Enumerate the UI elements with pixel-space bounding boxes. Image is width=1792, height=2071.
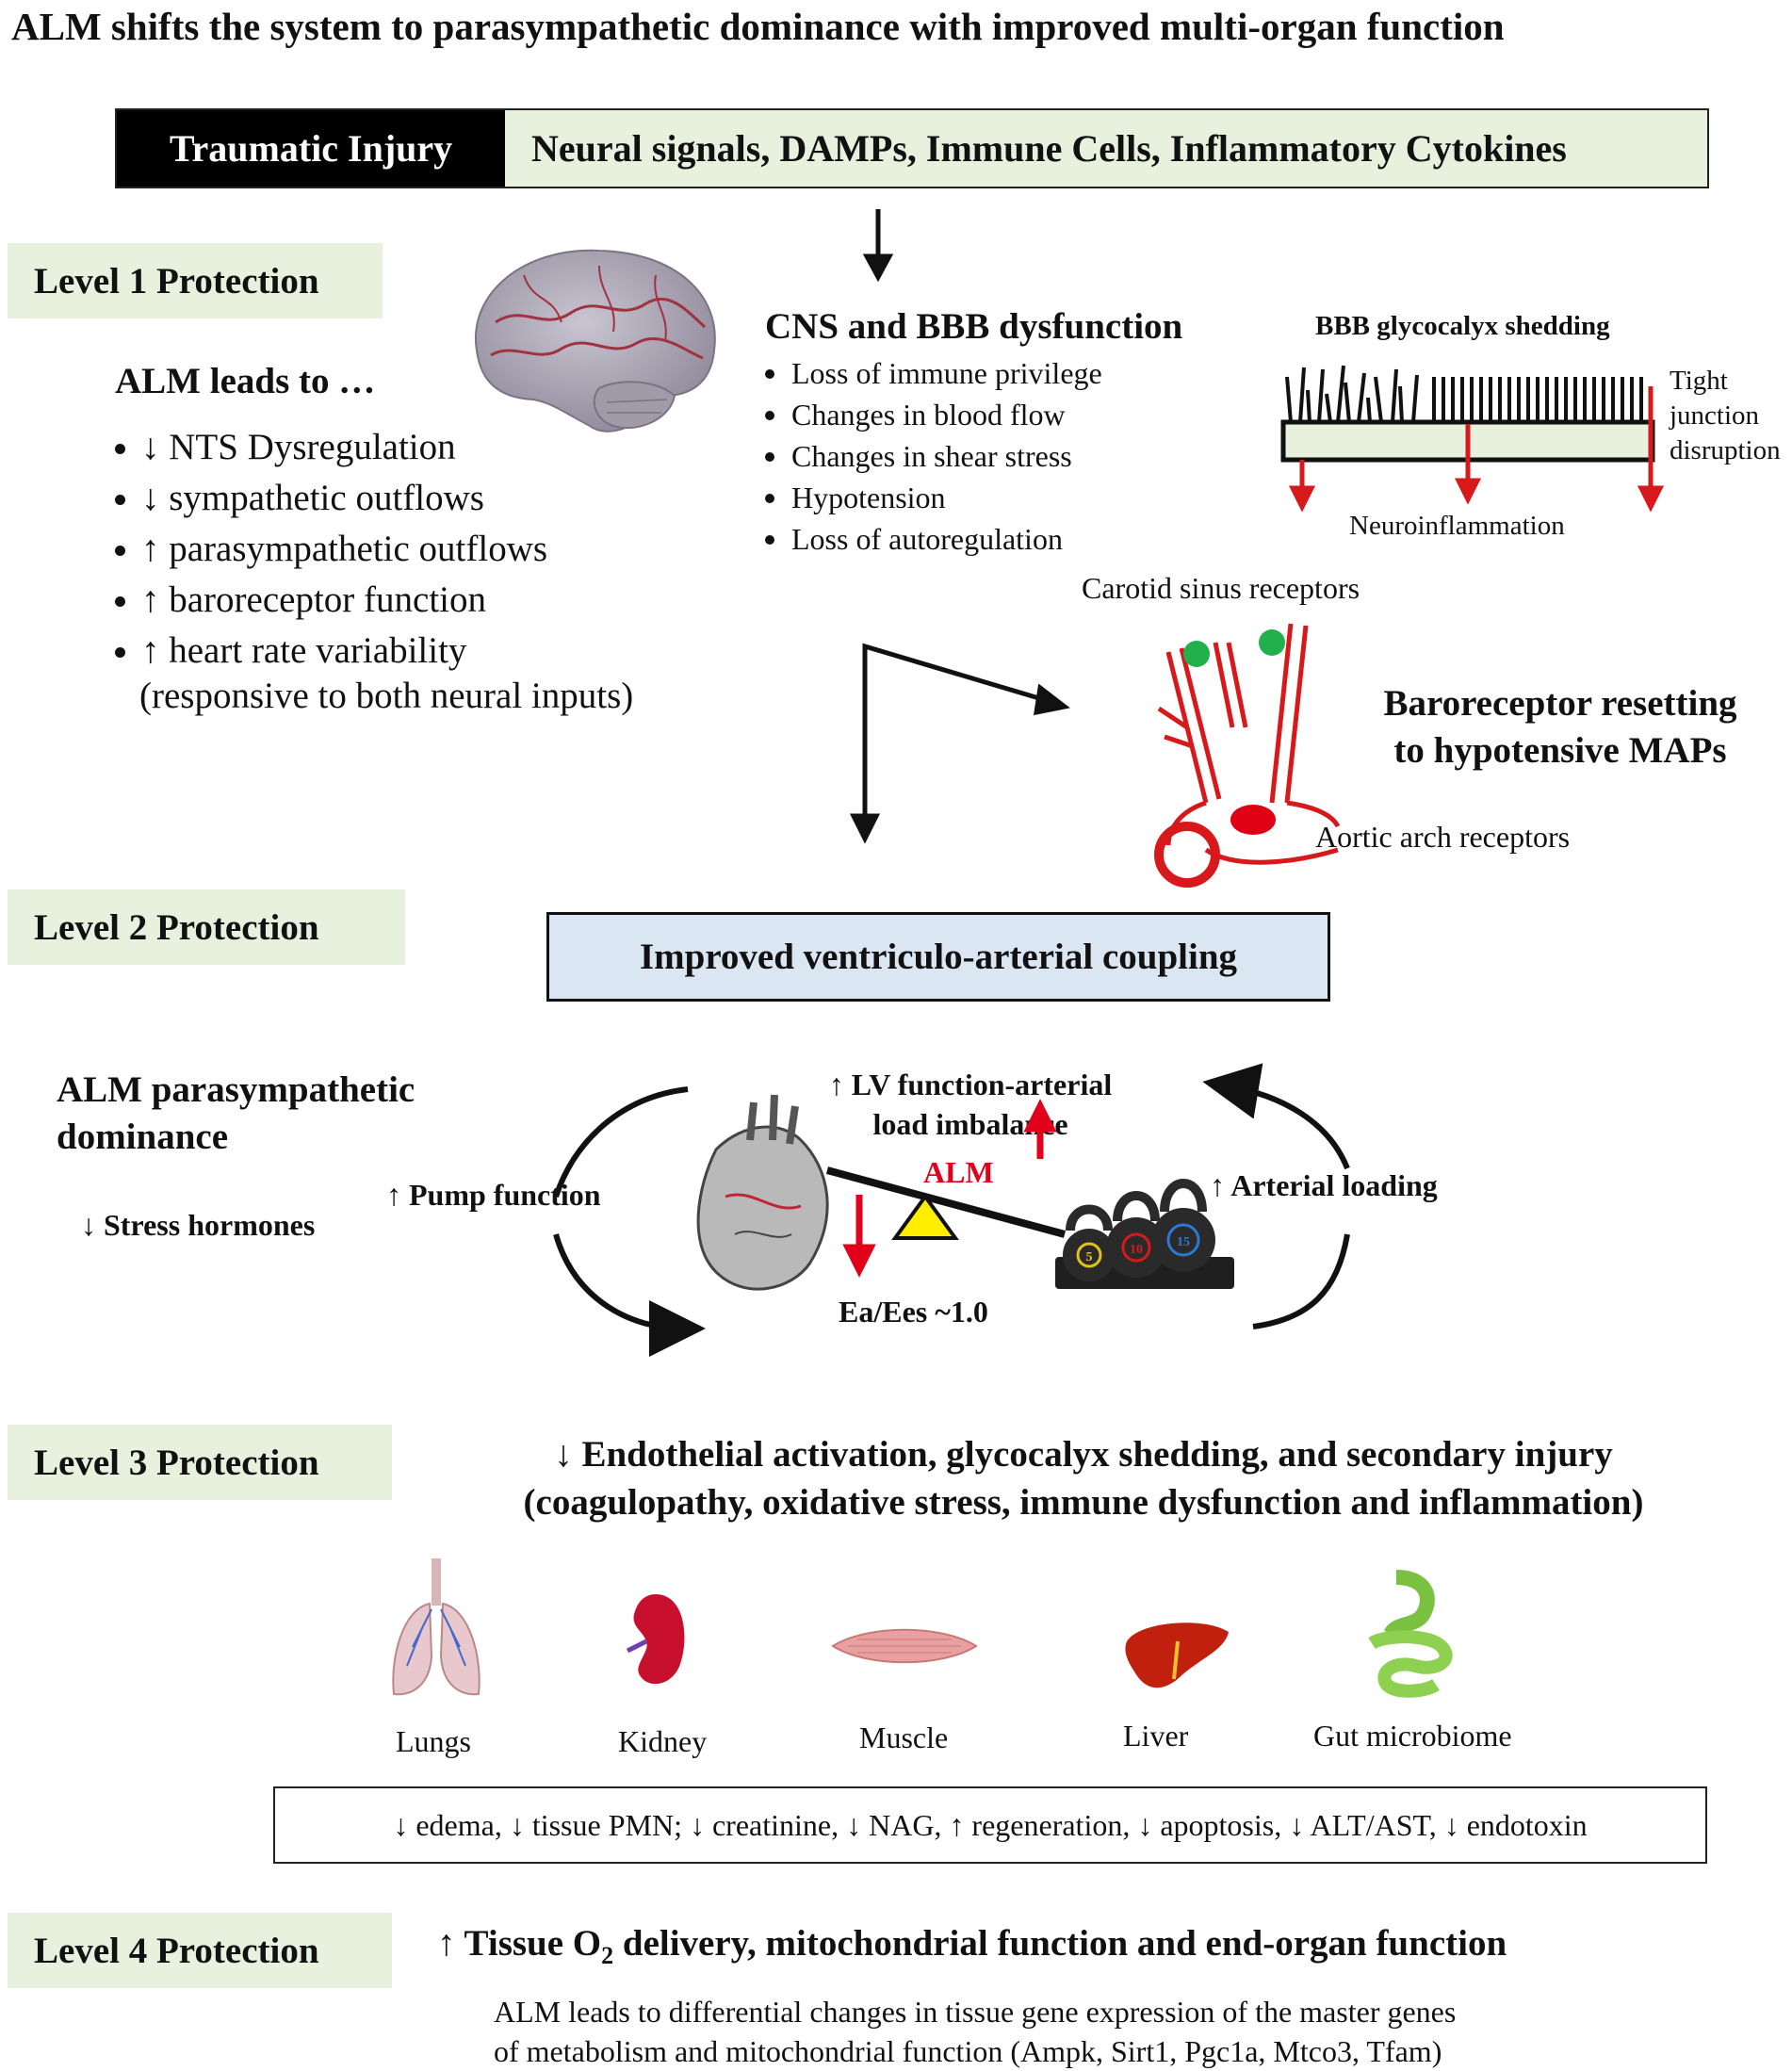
alm-effect-item: ↑ heart rate variability [113,626,547,677]
neuroinflammation-arrows [1288,386,1665,513]
traumatic-injury-label: Traumatic Injury [117,110,505,187]
level3-label: Level 3 Protection [8,1425,392,1500]
level4-label: Level 4 Protection [8,1913,392,1988]
glycocalyx-strands [1285,365,1643,423]
cns-item: Changes in blood flow [763,394,1102,435]
injury-signals: Neural signals, DAMPs, Immune Cells, Inf… [531,127,1567,170]
cns-heading: CNS and BBB dysfunction [765,306,1183,347]
down-arrow-head [849,813,881,844]
neural-inputs-note: (responsive to both neural inputs) [139,676,634,716]
cns-item: Changes in shear stress [763,435,1102,477]
right-arrow-head [1033,683,1070,716]
tight-junction-label: Tight junction disruption [1670,364,1781,468]
baroreceptor-line: to hypotensive MAPs [1393,730,1727,771]
tight-junction-line: Tight [1670,366,1728,396]
arterial-loading: ↑ Arterial loading [1210,1168,1438,1202]
carotid-receptor-dot [1259,629,1285,656]
pump-function: ↑ Pump function [386,1178,601,1212]
figure-title: ALM shifts the system to parasympathetic… [11,5,1505,48]
seesaw-beam [825,1166,1067,1238]
carotid-receptor-dot [1183,641,1210,667]
alm-effects-list: ↓ NTS Dysregulation ↓ sympathetic outflo… [113,422,547,677]
organ-label-lungs: Lungs [396,1724,471,1758]
cycle-arrow-bottom-left [553,1233,706,1357]
heart-illustration [696,1094,829,1291]
carotid-label: Carotid sinus receptors [1082,571,1360,605]
endothelial-cell-right [1465,419,1655,463]
lv-function: ↑ LV function-arterial load imbalance [791,1065,1149,1144]
alm-effect-item: ↑ parasympathetic outflows [113,524,547,575]
tight-junction-line: junction [1670,400,1760,431]
level1-label: Level 1 Protection [8,243,383,318]
alm-effect-item: ↑ baroreceptor function [113,575,547,626]
weight-label: 5 [1086,1250,1093,1264]
ea-ees-ratio: Ea/Ees ~1.0 [839,1295,988,1329]
organ-label-kidney: Kidney [618,1724,708,1758]
tight-junction-line: disruption [1670,435,1781,465]
baroreceptor-line: Baroreceptor resetting [1383,683,1737,724]
stress-hormones: ↓ Stress hormones [81,1208,316,1242]
aortic-receptor-dot [1230,805,1276,835]
kidney-icon [626,1594,685,1685]
lungs-icon [392,1558,481,1696]
cycle-arrow-top-left [553,1086,689,1198]
cns-item: Loss of autoregulation [763,518,1102,560]
cns-item: Loss of immune privilege [763,352,1102,394]
coupling-box: Improved ventriculo-arterial coupling [546,912,1330,1002]
neuroinflammation-label: Neuroinflammation [1349,511,1565,541]
tissue-o2-pre: ↑ Tissue O [437,1923,602,1964]
organ-label-muscle: Muscle [859,1720,949,1754]
aortic-label: Aortic arch receptors [1315,820,1571,854]
endothelial-line: ↓ Endothelial activation, glycocalyx she… [554,1434,1613,1475]
carotid-aortic-illustration [1154,623,1341,888]
baroreceptor-resetting: Baroreceptor resetting to hypotensive MA… [1362,680,1758,775]
level2-label: Level 2 Protection [8,889,405,965]
alm-effect-item: ↓ sympathetic outflows [113,473,547,524]
gene-line: ALM leads to differential changes in tis… [494,1995,1457,2029]
weight-label: 15 [1177,1235,1190,1249]
cns-list: Loss of immune privilege Changes in bloo… [763,352,1102,560]
organ-label-gut: Gut microbiome [1313,1719,1512,1753]
tissue-o2-post: delivery, mitochondrial function and end… [613,1923,1507,1964]
alm-leads-heading: ALM leads to … [115,361,376,401]
cns-item: Hypotension [763,477,1102,518]
muscle-icon [831,1628,978,1664]
alm-dominance: ALM parasympathetic dominance [57,1067,415,1161]
markers-box: ↓ edema, ↓ tissue PMN; ↓ creatinine, ↓ N… [273,1786,1707,1864]
bbb-glycocalyx-diagram [1280,365,1665,513]
liver-icon [1125,1623,1229,1688]
coupling-diagram: 5 10 15 [553,1063,1350,1357]
alm-effect-item: ↓ NTS Dysregulation [113,422,547,473]
aortic-ring [1154,822,1220,888]
tissue-o2-text: ↑ Tissue O2 delivery, mitochondrial func… [437,1922,1507,1970]
seesaw-fulcrum [891,1193,959,1240]
cycle-arrow-top-right [1202,1063,1350,1170]
brain-illustration [474,249,716,432]
gene-expression-text: ALM leads to differential changes in tis… [494,1992,1456,2071]
endothelial-cell-left [1280,419,1471,463]
kettlebells-illustration: 5 10 15 [1055,1179,1234,1289]
down-arrow-head [862,253,894,283]
lv-line: ↑ LV function-arterial [828,1068,1113,1101]
gut-icon [1368,1570,1453,1698]
endothelial-text: ↓ Endothelial activation, glycocalyx she… [443,1430,1724,1526]
weight-label: 10 [1130,1243,1143,1257]
cycle-arrow-bottom-right [1252,1233,1350,1329]
tissue-o2-sub: 2 [601,1941,614,1969]
up-red-arrow [1023,1099,1057,1133]
alm-dominance-line: ALM parasympathetic [57,1069,415,1110]
endothelial-line: (coagulopathy, oxidative stress, immune … [523,1482,1644,1523]
down-red-arrow [842,1244,876,1278]
alm-red-label: ALM [923,1155,994,1189]
gene-line: of metabolism and mitochondrial function… [494,2034,1442,2068]
alm-dominance-line: dominance [57,1117,229,1157]
organ-label-liver: Liver [1123,1719,1189,1753]
bbb-title: BBB glycocalyx shedding [1315,311,1610,341]
injury-bar: Traumatic Injury Neural signals, DAMPs, … [115,108,1709,188]
